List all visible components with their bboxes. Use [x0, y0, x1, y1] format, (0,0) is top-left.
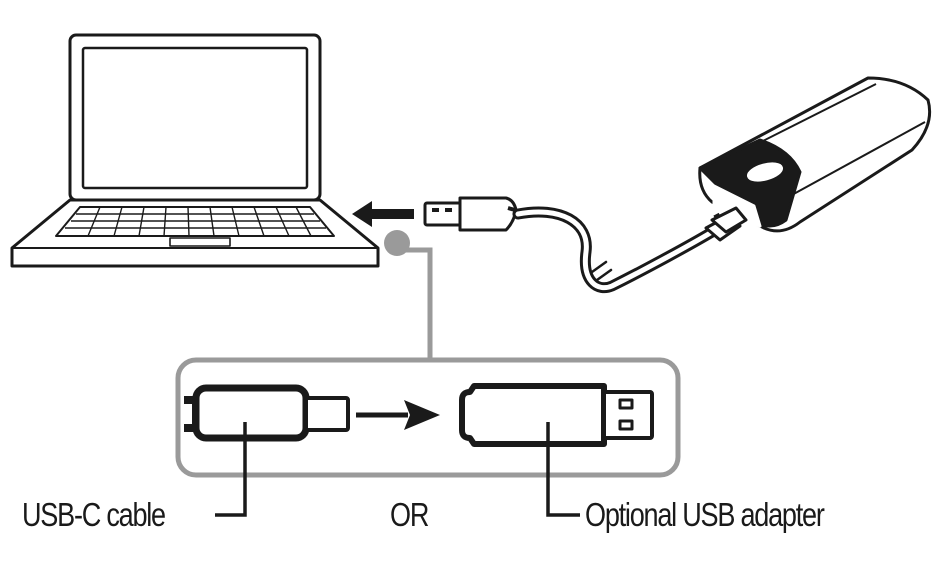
usb-c-cable-label: USB-C cable: [22, 496, 166, 533]
callout-connector: [384, 230, 433, 360]
arrow-left-icon: [352, 201, 414, 227]
label-leaders: [215, 422, 580, 517]
usb-a-adapter-icon: [459, 383, 654, 447]
or-label: OR: [390, 496, 429, 533]
laptop-icon: [10, 33, 380, 268]
headset-charger-icon: [698, 76, 932, 242]
optional-usb-adapter-label: Optional USB adapter: [585, 496, 825, 533]
usb-c-plug-icon: [184, 384, 350, 442]
usb-cable: [512, 206, 718, 294]
options-box: [175, 357, 681, 478]
arrow-right-icon: [356, 400, 440, 430]
usb-a-plug-icon: [423, 196, 523, 232]
